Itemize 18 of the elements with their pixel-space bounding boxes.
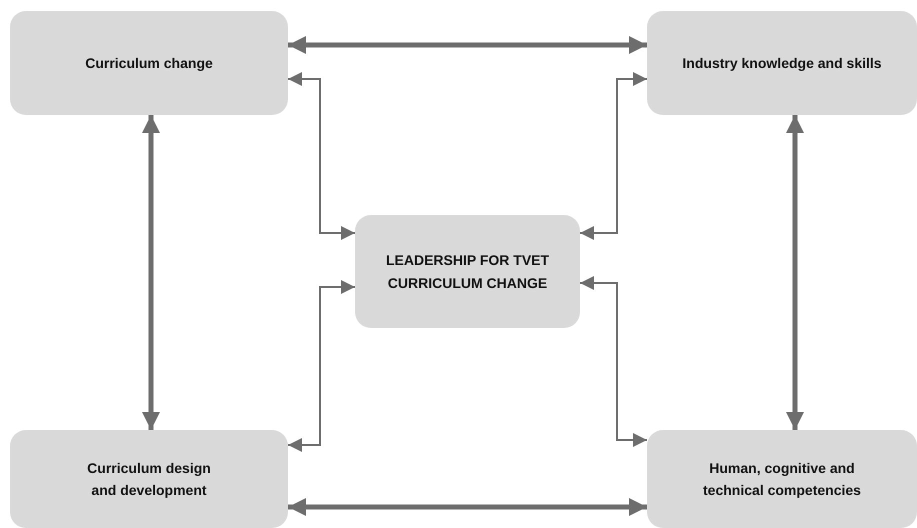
arrow [288, 36, 647, 54]
arrow [580, 72, 647, 240]
process-box [647, 11, 917, 115]
process-box [10, 430, 288, 528]
box-label: Human, cognitive and technical competencies [702, 458, 862, 500]
process-box [10, 11, 288, 115]
box-label: Curriculum design and development [86, 458, 212, 500]
box-label: Industry knowledge and skills [682, 54, 882, 73]
box-label: LEADERSHIP FOR TVET CURRICULUM CHANGE [384, 251, 550, 292]
arrow [580, 276, 647, 447]
arrow [288, 280, 355, 452]
process-box [355, 215, 580, 328]
arrow [288, 498, 647, 516]
arrow [288, 72, 355, 240]
process-box [647, 430, 917, 528]
arrow [786, 115, 804, 430]
box-label: Curriculum change [85, 54, 213, 73]
arrow [142, 115, 160, 430]
